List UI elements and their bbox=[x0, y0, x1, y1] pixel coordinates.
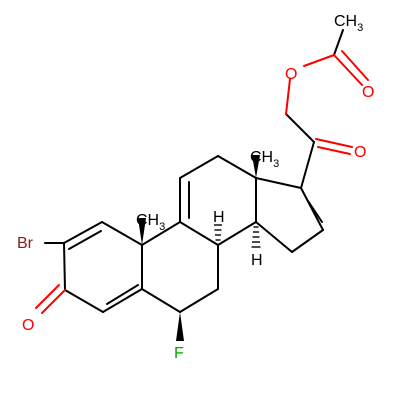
c13-methyl-text: CH bbox=[250, 149, 273, 166]
bond-c17-c20 bbox=[300, 141, 315, 189]
bond-c20-ketone-oxygen bbox=[315, 138, 353, 148]
atom-label-c10-methyl: CH3 bbox=[136, 212, 165, 233]
atom-label-ester-oxygen: O bbox=[285, 66, 297, 83]
bond-acyl-carbonyl-oxygen bbox=[333, 54, 363, 86]
bond-c4-c5 bbox=[102, 288, 143, 313]
bond-ester-oxygen-acyl bbox=[303, 54, 335, 67]
atom-label-layer: CH3 O O O CH3 CH3 Br O F H H bbox=[17, 13, 374, 362]
bond-c3-ketone-oxygen bbox=[41, 289, 66, 314]
bond-c15-c14 bbox=[255, 221, 293, 253]
c10-methyl-text: CH bbox=[136, 212, 159, 229]
bond-c10-c1 bbox=[101, 221, 143, 246]
bond-c16-c15 bbox=[291, 229, 324, 253]
bond-c6-c7 bbox=[179, 288, 219, 313]
atom-label-c20-ketone-oxygen: O bbox=[354, 144, 366, 161]
bond-c20-c21 bbox=[285, 113, 315, 143]
hashed-bond-c14-h bbox=[251, 226, 261, 248]
atom-label-bromine: Br bbox=[17, 235, 34, 252]
bond-c20-ketone-oxygen-double bbox=[317, 146, 351, 155]
bond-acyl-carbonyl-oxygen-double bbox=[341, 50, 369, 81]
bond-c1-c2 bbox=[63, 221, 103, 244]
bond-c1-c2-double bbox=[68, 230, 102, 250]
bond-c9-c10 bbox=[141, 221, 181, 246]
c13-methyl-subscript: 3 bbox=[273, 158, 279, 170]
atom-label-acetyl-carbonyl-oxygen: O bbox=[362, 84, 374, 101]
wedge-c6-fluorine bbox=[176, 312, 184, 341]
bond-acyl-methyl bbox=[333, 29, 344, 56]
bond-c2-c3 bbox=[63, 242, 66, 291]
bond-c3-c4 bbox=[64, 289, 104, 313]
bond-c8-c9 bbox=[179, 221, 219, 246]
atom-label-ring-a-ketone-oxygen: O bbox=[22, 317, 34, 334]
bond-c14-c8 bbox=[217, 221, 257, 246]
stereo-bond-layer bbox=[138, 155, 261, 341]
acetyl-methyl-subscript: 3 bbox=[357, 22, 363, 34]
bond-c21-ester-oxygen bbox=[285, 78, 291, 115]
bond-c3-ketone-oxygen-double bbox=[35, 284, 60, 309]
bond-c17-c16 bbox=[300, 187, 324, 231]
atom-label-c13-methyl: CH3 bbox=[250, 149, 279, 170]
bond-c5-c6 bbox=[141, 288, 181, 313]
atom-label-h-c14: H bbox=[251, 252, 263, 269]
wedge-c10-methyl bbox=[138, 218, 146, 245]
bond-c12-c13 bbox=[217, 155, 257, 179]
bond-c4-c5-double bbox=[106, 284, 139, 305]
atom-label-acetyl-methyl: CH3 bbox=[334, 13, 363, 34]
wedge-c13-methyl bbox=[252, 155, 260, 178]
c10-methyl-subscript: 3 bbox=[159, 221, 165, 233]
atom-label-h-c8: H bbox=[213, 209, 225, 226]
bond-layer bbox=[35, 29, 369, 314]
acetyl-methyl-text: CH bbox=[334, 13, 357, 30]
bond-c17-c16-double bbox=[307, 200, 323, 223]
bond-c13-c17 bbox=[255, 177, 302, 189]
bond-c11-c12 bbox=[179, 155, 219, 179]
hashed-bond-c8-h bbox=[214, 224, 222, 241]
atom-label-fluorine: F bbox=[174, 345, 184, 362]
